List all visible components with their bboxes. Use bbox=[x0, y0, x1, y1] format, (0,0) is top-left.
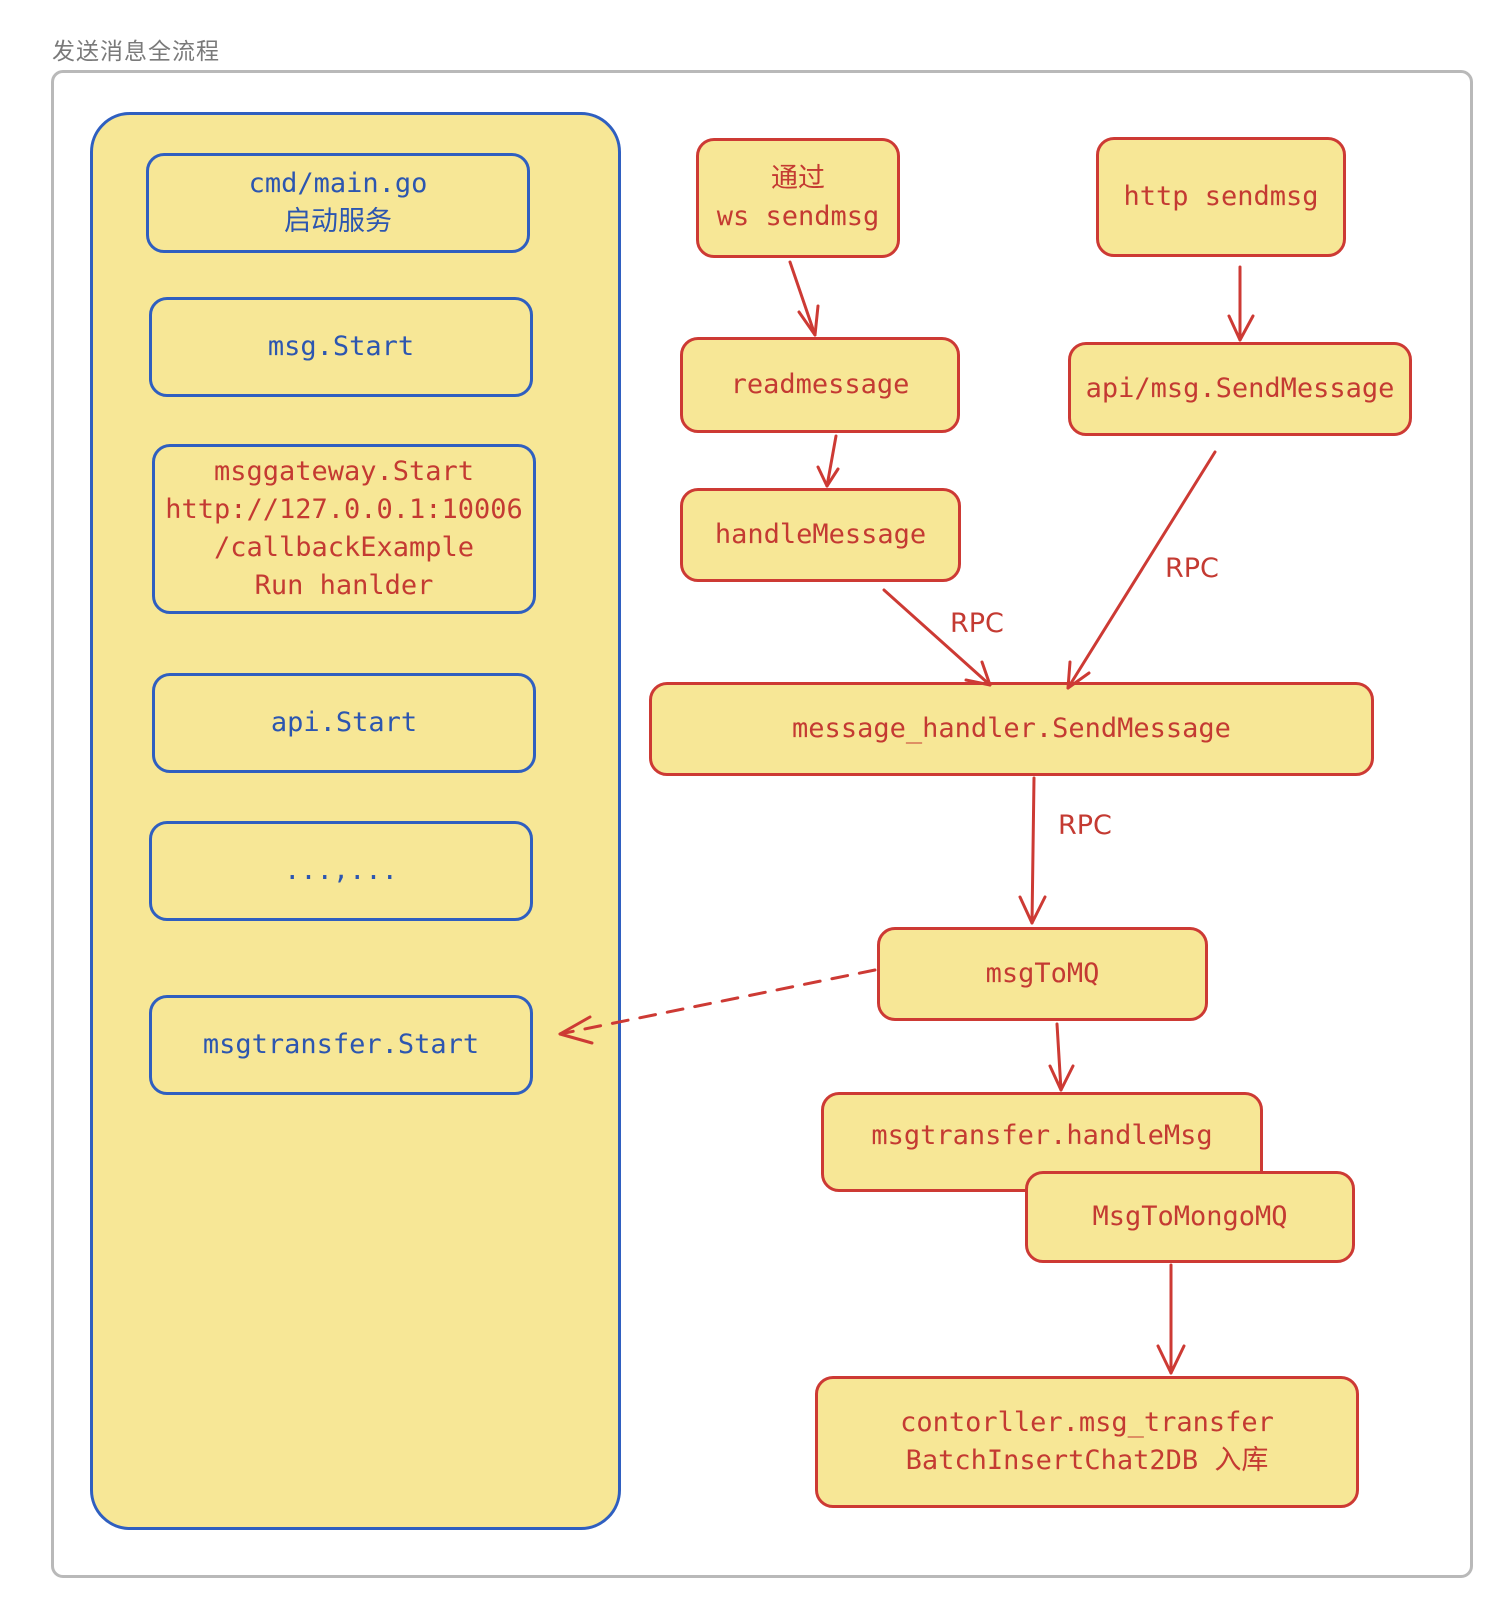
node-ws-sendmsg-line1: 通过 bbox=[771, 163, 825, 194]
node-message-handler-sendmessage-label: message_handler.SendMessage bbox=[792, 713, 1231, 744]
node-msggateway-line3: /callbackExample bbox=[213, 532, 475, 563]
node-controller-msg-transfer[interactable]: contorller.msg_transfer BatchInsertChat2… bbox=[815, 1376, 1359, 1508]
node-msgtransfer-start[interactable]: msgtransfer.Start bbox=[149, 995, 533, 1095]
edge-label-rpc-right: RPC bbox=[1165, 553, 1219, 584]
node-readmessage-label: readmessage bbox=[730, 369, 910, 400]
node-handlemessage-label: handleMessage bbox=[714, 519, 927, 550]
node-cmd-main-line1: cmd/main.go bbox=[248, 168, 428, 199]
node-msg-start-label: msg.Start bbox=[267, 331, 415, 362]
node-msgtomq[interactable]: msgToMQ bbox=[877, 927, 1208, 1021]
node-controller-line2: BatchInsertChat2DB 入库 bbox=[905, 1445, 1269, 1476]
node-api-sendmessage[interactable]: api/msg.SendMessage bbox=[1068, 342, 1412, 436]
node-http-sendmsg[interactable]: http sendmsg bbox=[1096, 137, 1346, 257]
node-msggateway-line1: msggateway.Start bbox=[213, 456, 475, 487]
node-message-handler-sendmessage[interactable]: message_handler.SendMessage bbox=[649, 682, 1374, 776]
node-cmd-main[interactable]: cmd/main.go 启动服务 bbox=[146, 153, 530, 253]
node-handlemessage[interactable]: handleMessage bbox=[680, 488, 961, 582]
node-ellipsis[interactable]: ...,... bbox=[149, 821, 533, 921]
node-msgtomq-label: msgToMQ bbox=[985, 958, 1100, 989]
node-http-sendmsg-label: http sendmsg bbox=[1123, 181, 1319, 212]
node-ellipsis-label: ...,... bbox=[284, 855, 398, 886]
node-msgtomongomq-label: MsgToMongoMQ bbox=[1092, 1201, 1288, 1232]
node-msgtransfer-handlemsg-label: msgtransfer.handleMsg bbox=[871, 1120, 1213, 1151]
node-ws-sendmsg-line2: ws sendmsg bbox=[716, 201, 880, 232]
node-msggateway-line4: Run hanlder bbox=[254, 570, 434, 601]
node-msg-start[interactable]: msg.Start bbox=[149, 297, 533, 397]
diagram-frame bbox=[51, 70, 1473, 1578]
node-readmessage[interactable]: readmessage bbox=[680, 337, 960, 433]
node-msggateway-start[interactable]: msggateway.Start http://127.0.0.1:10006 … bbox=[152, 444, 536, 614]
node-msgtransfer-start-label: msgtransfer.Start bbox=[202, 1029, 480, 1060]
node-cmd-main-line2: 启动服务 bbox=[284, 206, 392, 237]
node-api-start[interactable]: api.Start bbox=[152, 673, 536, 773]
edge-label-rpc-left: RPC bbox=[950, 608, 1004, 639]
edge-label-rpc-down: RPC bbox=[1058, 810, 1112, 841]
node-controller-line1: contorller.msg_transfer bbox=[900, 1407, 1274, 1438]
node-msgtomongomq[interactable]: MsgToMongoMQ bbox=[1025, 1171, 1355, 1263]
node-ws-sendmsg[interactable]: 通过 ws sendmsg bbox=[696, 138, 900, 258]
frame-title: 发送消息全流程 bbox=[52, 39, 220, 65]
node-msggateway-line2: http://127.0.0.1:10006 bbox=[165, 494, 523, 525]
node-api-sendmessage-label: api/msg.SendMessage bbox=[1085, 373, 1395, 404]
node-api-start-label: api.Start bbox=[270, 707, 418, 738]
